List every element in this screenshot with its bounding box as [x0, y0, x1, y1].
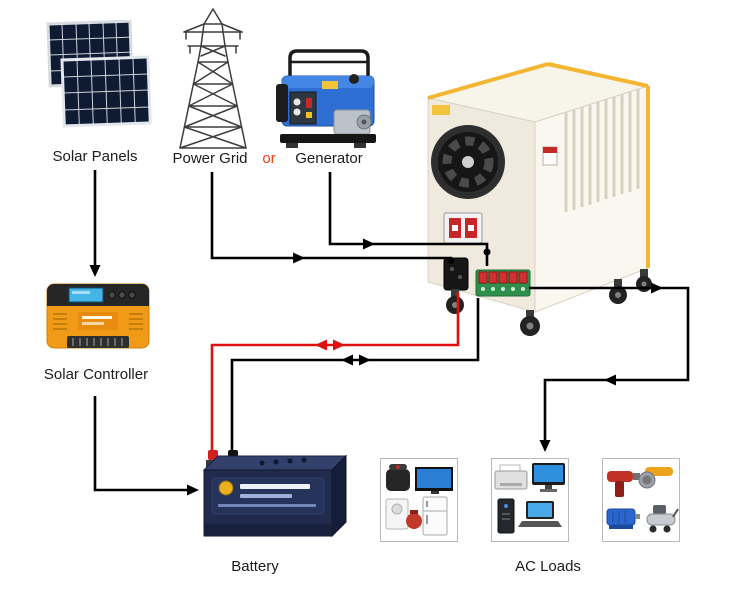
power-grid-icon — [168, 6, 258, 152]
inverter-dc-socket — [443, 257, 469, 291]
ac-loads-power-tools-icon — [602, 458, 680, 542]
battery-front-label — [211, 477, 325, 515]
inverter-terminal-strip — [475, 269, 531, 297]
inverter-sticker — [432, 105, 450, 115]
solar-panels-label: Solar Panels — [52, 148, 138, 165]
inverter-warning-label-top — [543, 147, 557, 153]
or-label: or — [262, 150, 276, 167]
power-grid-label: Power Grid — [172, 150, 248, 167]
generator-label: Generator — [295, 150, 363, 167]
wire-grid-to-inverter — [210, 172, 453, 262]
ac-loads-label: AC Loads — [515, 558, 581, 575]
solar-controller-icon — [42, 276, 154, 356]
solar-panels-icon — [38, 19, 156, 148]
solar-controller-label: Solar Controller — [43, 366, 149, 383]
arrowheads-red — [315, 339, 345, 351]
generator-icon — [276, 46, 388, 154]
inverter-fan — [431, 125, 505, 199]
battery-label: Battery — [231, 558, 279, 575]
inverter-breaker — [443, 212, 483, 244]
ac-loads-kitchen-appliances-icon — [380, 458, 458, 542]
inverter-illustration — [418, 55, 653, 345]
ac-loads-office-equipment-icon — [491, 458, 569, 542]
wire-controller-to-battery — [93, 396, 188, 492]
battery-positive-terminal — [208, 450, 218, 460]
battery-icon — [196, 444, 351, 550]
inverter-side-vents — [564, 89, 640, 212]
